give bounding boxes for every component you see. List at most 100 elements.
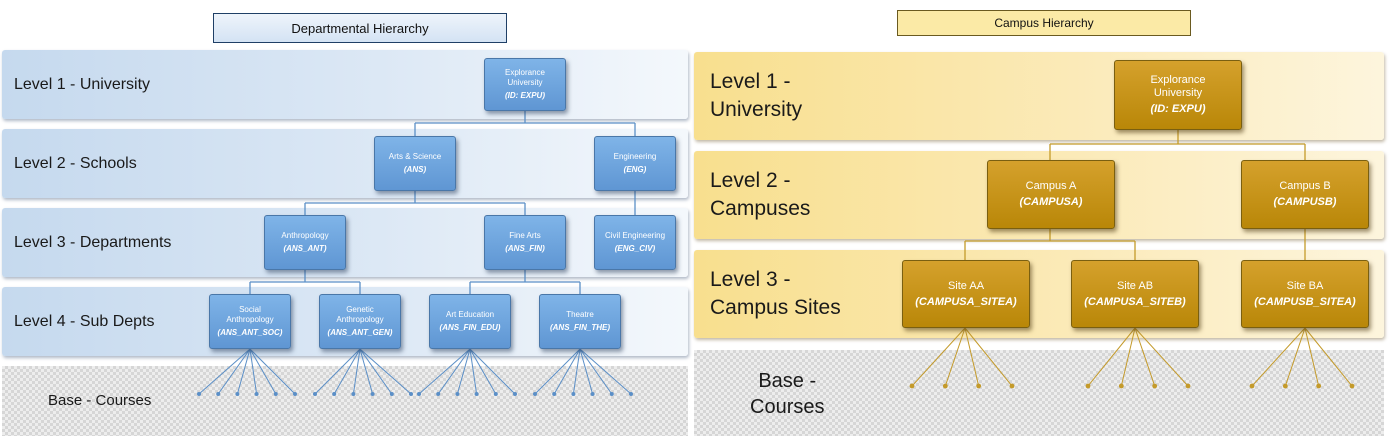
- node-code: (CAMPUSA_SITEA): [915, 295, 1017, 308]
- node-social-anthropology[interactable]: Social Anthropology (ANS_ANT_SOC): [209, 294, 291, 349]
- node-name: Engineering: [613, 152, 657, 161]
- dept-level-1-label: Level 1 - University: [14, 75, 151, 93]
- node-name: Social Anthropology: [226, 305, 274, 324]
- node-arts-science[interactable]: Arts & Science (ANS): [374, 136, 456, 191]
- node-campus-a[interactable]: Campus A (CAMPUSA): [987, 160, 1115, 229]
- course-dot: [1152, 383, 1158, 389]
- course-link: [1134, 327, 1156, 387]
- course-link: [333, 348, 361, 395]
- node-code: (ANS_FIN_THE): [549, 323, 610, 332]
- node-art-education[interactable]: Art Education (ANS_FIN_EDU): [429, 294, 511, 349]
- node-name: Explorance University: [504, 68, 546, 87]
- course-link: [579, 348, 613, 395]
- course-dot: [409, 392, 413, 396]
- course-link: [359, 348, 412, 395]
- node-name: Site BA: [1286, 279, 1324, 292]
- course-dot: [1282, 383, 1288, 389]
- node-name: Genetic Anthropology: [336, 305, 384, 324]
- course-link: [437, 348, 471, 395]
- node-anthropology[interactable]: Anthropology (ANS_ANT): [264, 215, 346, 270]
- course-dot: [197, 392, 201, 396]
- course-dot: [1009, 383, 1015, 389]
- course-dot: [571, 392, 576, 396]
- campus-course-links: [909, 327, 1355, 389]
- dept-level-2-band: Level 2 - Schools: [2, 129, 688, 198]
- campus-level-1-band: Level 1 - University: [694, 52, 1384, 140]
- course-dot: [976, 383, 982, 389]
- dept-base-label: Base - Courses: [48, 392, 152, 409]
- node-name: Art Education: [445, 310, 495, 319]
- node-code: (ENG): [623, 165, 647, 174]
- course-link: [553, 348, 581, 395]
- course-dot: [533, 392, 537, 396]
- node-name: Civil Engineering: [604, 231, 666, 240]
- campus-base-label: Base - Courses: [750, 370, 825, 418]
- node-site-aa[interactable]: Site AA (CAMPUSA_SITEA): [902, 260, 1030, 328]
- course-dot: [313, 392, 317, 396]
- course-link: [236, 348, 251, 395]
- dept-base-band: Base - Courses: [2, 366, 688, 436]
- node-name: Campus B: [1279, 180, 1331, 192]
- node-code: (ID: EXPU): [505, 91, 545, 100]
- node-code: (ANS): [403, 165, 427, 174]
- node-code: (ID: EXPU): [1150, 103, 1206, 115]
- course-dot: [455, 392, 460, 396]
- node-code: (ANS_FIN_EDU): [439, 323, 501, 332]
- course-link: [944, 327, 966, 387]
- course-link: [359, 348, 374, 395]
- course-link: [534, 348, 581, 395]
- node-explorance-university-dept[interactable]: Explorance University (ID: EXPU): [484, 58, 566, 111]
- campus-level-1-label: Level 1 - University: [710, 70, 803, 121]
- node-genetic-anthropology[interactable]: Genetic Anthropology (ANS_ANT_GEN): [319, 294, 401, 349]
- node-site-ba[interactable]: Site BA (CAMPUSB_SITEA): [1241, 260, 1369, 328]
- course-link: [1087, 327, 1136, 387]
- node-code: (CAMPUSA_SITEB): [1084, 295, 1186, 308]
- course-dot: [254, 392, 259, 396]
- node-name: Site AA: [947, 279, 985, 292]
- course-dot: [1249, 383, 1255, 389]
- course-link: [418, 348, 471, 395]
- course-link: [359, 348, 393, 395]
- course-dot: [909, 383, 915, 389]
- course-link: [1304, 327, 1353, 387]
- course-link: [964, 327, 980, 387]
- campus-hierarchy-title: Campus Hierarchy: [897, 10, 1191, 36]
- node-code: (ANS_FIN): [505, 244, 545, 253]
- course-link: [1120, 327, 1136, 387]
- node-code: (CAMPUSB_SITEA): [1254, 295, 1356, 308]
- campus-level-3-label: Level 3 - Campus Sites: [710, 268, 841, 319]
- campus-base-band: Base - Courses: [694, 350, 1384, 436]
- node-name: Arts & Science: [388, 152, 442, 161]
- node-name: Anthropology: [281, 231, 329, 240]
- course-dot: [609, 392, 614, 396]
- node-engineering[interactable]: Engineering (ENG): [594, 136, 676, 191]
- node-code: (ANS_ANT_GEN): [327, 328, 393, 337]
- course-dot: [942, 383, 948, 389]
- departmental-hierarchy-title: Departmental Hierarchy: [213, 13, 507, 43]
- node-code: (CAMPUSA): [1019, 196, 1083, 208]
- course-dot: [370, 392, 375, 396]
- node-fine-arts[interactable]: Fine Arts (ANS_FIN): [484, 215, 566, 270]
- course-link: [1134, 327, 1189, 387]
- node-campus-b[interactable]: Campus B (CAMPUSB): [1241, 160, 1369, 229]
- course-dot: [293, 392, 297, 396]
- course-dot: [332, 392, 337, 396]
- course-link: [249, 348, 277, 395]
- course-dot: [273, 392, 278, 396]
- course-dot: [629, 392, 633, 396]
- node-site-ab[interactable]: Site AB (CAMPUSA_SITEB): [1071, 260, 1199, 328]
- course-link: [456, 348, 471, 395]
- course-link: [1284, 327, 1306, 387]
- node-civil-engineering[interactable]: Civil Engineering (ENG_CIV): [594, 215, 676, 270]
- course-dot: [1185, 383, 1191, 389]
- course-dot: [216, 392, 221, 396]
- dept-level-2-label: Level 2 - Schools: [14, 154, 137, 172]
- node-theatre[interactable]: Theatre (ANS_FIN_THE): [539, 294, 621, 349]
- course-link: [469, 348, 478, 395]
- node-code: (ANS_ANT_SOC): [217, 328, 283, 337]
- node-explorance-university-campus[interactable]: Explorance University (ID: EXPU): [1114, 60, 1242, 130]
- course-dot: [351, 392, 356, 396]
- course-dot: [1349, 383, 1355, 389]
- course-dot: [552, 392, 557, 396]
